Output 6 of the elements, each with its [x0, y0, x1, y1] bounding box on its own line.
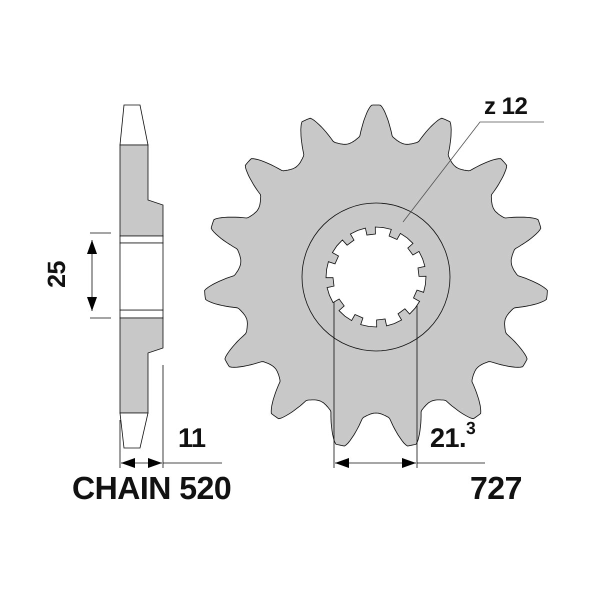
- part-label: CHAIN 520: [72, 472, 232, 504]
- tooth-count-label: z 12: [484, 95, 528, 119]
- dimension-label: 11: [178, 425, 206, 452]
- part-label: 727: [470, 472, 522, 504]
- leader-line: [402, 122, 544, 222]
- dimension-label: 25: [44, 261, 70, 288]
